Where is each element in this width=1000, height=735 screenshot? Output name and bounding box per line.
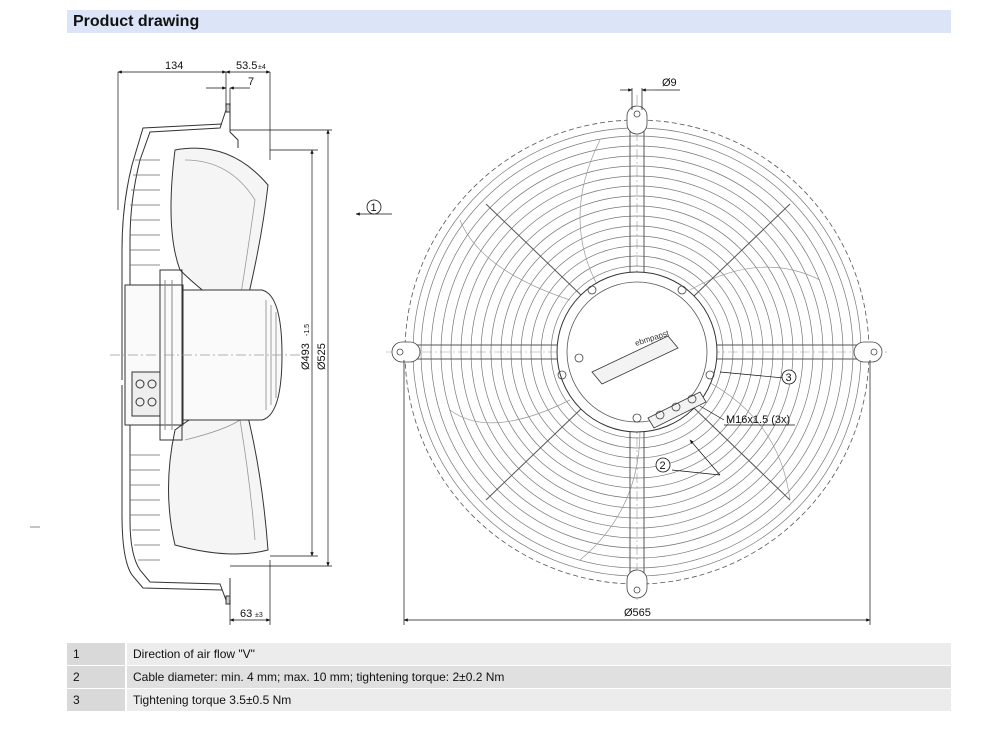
legend-row: 2 Cable diameter: min. 4 mm; max. 10 mm;… bbox=[67, 665, 951, 689]
svg-text:1: 1 bbox=[371, 202, 377, 214]
legend-text: Tightening torque 3.5±0.5 Nm bbox=[126, 688, 951, 711]
front-dimensions bbox=[403, 88, 871, 625]
side-dimensions bbox=[117, 70, 392, 625]
front-view bbox=[386, 95, 890, 600]
legend-text: Cable diameter: min. 4 mm; max. 10 mm; t… bbox=[126, 665, 951, 689]
legend-row: 1 Direction of air flow "V" bbox=[67, 642, 951, 666]
dim-7: 7 bbox=[248, 76, 254, 88]
callout-1: 1 bbox=[366, 199, 382, 215]
dim-d493: Ø493 bbox=[300, 343, 312, 370]
callout-2: 2 bbox=[655, 457, 671, 473]
terminal-box-front bbox=[591, 335, 679, 385]
svg-text:2: 2 bbox=[660, 460, 666, 472]
side-guard-wires bbox=[130, 159, 160, 561]
dim-63: 63 bbox=[240, 608, 252, 620]
legend-number: 1 bbox=[67, 642, 127, 666]
dim-134: 134 bbox=[165, 60, 183, 72]
legend-number: 3 bbox=[67, 688, 127, 711]
callout-3: 3 bbox=[781, 369, 797, 385]
dim-53-5: 53.5 bbox=[236, 60, 257, 72]
legend-table: 1 Direction of air flow "V" 2 Cable diam… bbox=[67, 642, 951, 711]
dim-d525: Ø525 bbox=[316, 343, 328, 370]
terminal-box bbox=[131, 371, 161, 417]
side-view bbox=[110, 103, 300, 605]
dim-53-5-tolerance: ±4 bbox=[258, 64, 266, 71]
thread-label: M16x1.5 (3x) bbox=[726, 414, 790, 426]
legend-text: Direction of air flow "V" bbox=[126, 642, 951, 666]
svg-text:3: 3 bbox=[786, 372, 792, 384]
dim-d9: Ø9 bbox=[662, 77, 677, 89]
legend-row: 3 Tightening torque 3.5±0.5 Nm bbox=[67, 688, 951, 711]
dim-63-tolerance: ±3 bbox=[255, 612, 263, 619]
dim-d565: Ø565 bbox=[624, 607, 651, 619]
section-title: Product drawing bbox=[67, 10, 951, 33]
legend-number: 2 bbox=[67, 665, 127, 689]
dim-d493-tolerance: -1.5 bbox=[304, 324, 311, 336]
product-drawing: 134 53.5 ±4 7 Ø493 -1.5 Ø525 63 ±3 1 bbox=[30, 60, 890, 625]
guard-struts bbox=[400, 112, 875, 592]
fan-blades bbox=[449, 139, 821, 561]
